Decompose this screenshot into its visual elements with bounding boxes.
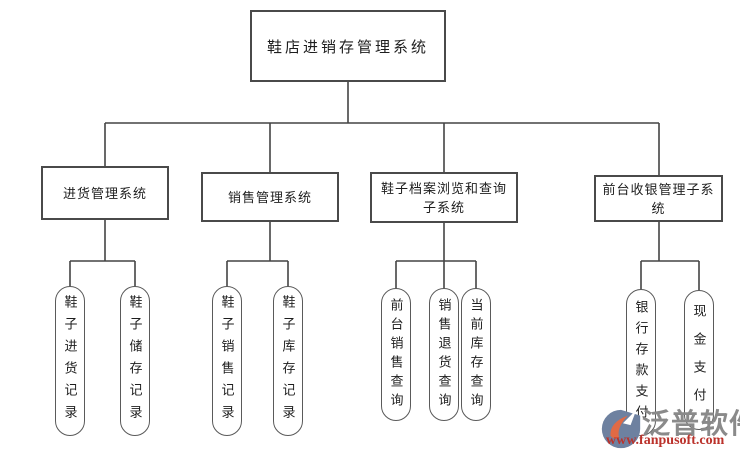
- fanpu-logo-icon: [601, 409, 641, 449]
- leaf-node-sales-return-query: 销售退货查询: [429, 288, 459, 421]
- branch-node-purchase: 进货管理系统: [41, 166, 169, 220]
- leaf-node-current-inventory-query: 当前库存查询: [461, 288, 491, 421]
- brand-name: 泛普软件: [642, 408, 740, 439]
- leaf-node-cash-payment: 现金支付: [684, 290, 714, 430]
- branch-node-sales: 销售管理系统: [201, 172, 339, 222]
- brand-url: www.fanpusoft.com: [606, 433, 725, 448]
- branch-node-cashier: 前台收银管理子系统: [594, 175, 723, 222]
- root-node: 鞋店进销存管理系统: [250, 10, 446, 82]
- branch-node-archive-query: 鞋子档案浏览和查询子系统: [370, 172, 518, 223]
- fanpu-watermark: 泛普软件 www.fanpusoft.com: [596, 402, 740, 455]
- leaf-node-purchase-record: 鞋子进货记录: [55, 286, 85, 436]
- leaf-node-sales-record: 鞋子销售记录: [212, 286, 242, 436]
- leaf-node-inventory-record: 鞋子库存记录: [273, 286, 303, 436]
- leaf-node-storage-record: 鞋子储存记录: [120, 286, 150, 436]
- leaf-node-bank-deposit-payment: 银行存款支付: [626, 289, 656, 436]
- leaf-node-frontdesk-sales-query: 前台销售查询: [381, 288, 411, 421]
